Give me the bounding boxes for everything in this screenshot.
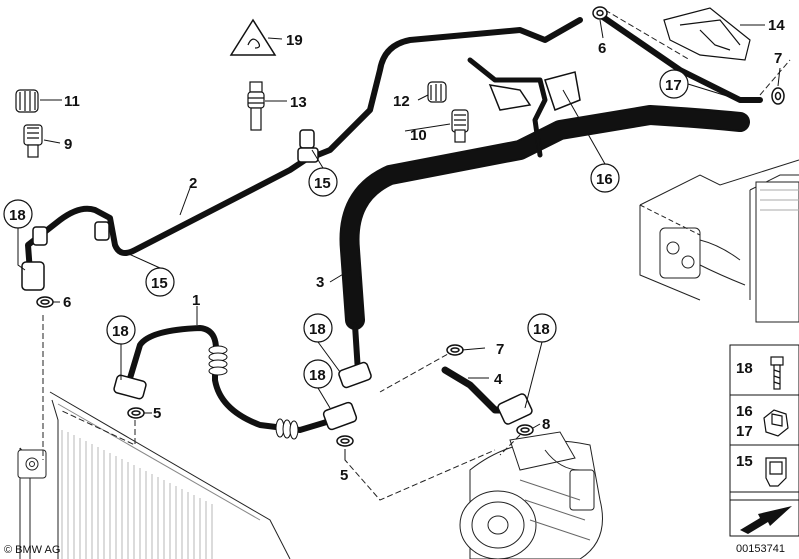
labels: 1 2 3 4 5 5 6 6 7 7 8 9 10 11 12 13 14 1…: [4, 17, 785, 556]
callout-12: 12: [393, 93, 410, 110]
refrigerant-lines: [21, 12, 763, 440]
callout-6a: 6: [63, 294, 71, 311]
legend-box: [729, 344, 799, 501]
callout-15b: 15: [151, 275, 168, 292]
callout-18d: 18: [309, 367, 326, 384]
legend-label-15: 15: [736, 453, 753, 470]
callout-19: 19: [286, 32, 303, 49]
callout-3: 3: [316, 274, 324, 291]
condenser-drawing: [17, 391, 291, 559]
callout-10: 10: [410, 127, 427, 144]
callout-8: 8: [542, 416, 550, 433]
service-valve-caps: [15, 7, 751, 158]
callout-18b: 18: [112, 323, 129, 340]
evaporator-drawing: [639, 159, 799, 323]
legend-label-18: 18: [736, 360, 753, 377]
callout-5a: 5: [153, 405, 161, 422]
callout-7b: 7: [774, 50, 782, 67]
callout-18a: 18: [9, 207, 26, 224]
diagram-id: 00153741: [736, 543, 785, 555]
callout-18e: 18: [533, 321, 550, 338]
callout-9: 9: [64, 136, 72, 153]
callout-2: 2: [189, 175, 197, 192]
o-rings: [36, 6, 785, 447]
callout-leaders: [17, 19, 781, 460]
legend-label-16: 16: [736, 403, 753, 420]
callout-1: 1: [192, 292, 200, 309]
callout-11: 11: [64, 93, 80, 110]
compressor-drawing: [459, 431, 603, 559]
callout-7a: 7: [496, 341, 504, 358]
copyright-text: © BMW AG: [4, 544, 60, 556]
callout-circles: [3, 69, 689, 389]
callout-6b: 6: [598, 40, 606, 57]
callout-15a: 15: [314, 175, 331, 192]
legend-label-17: 17: [736, 423, 753, 440]
callout-18c: 18: [309, 321, 326, 338]
callout-17: 17: [665, 77, 682, 94]
callout-4: 4: [494, 371, 503, 388]
callout-14: 14: [768, 17, 785, 34]
callout-16: 16: [596, 171, 613, 188]
callout-13: 13: [290, 94, 307, 111]
callout-5b: 5: [340, 467, 348, 484]
arrow-icon: [729, 499, 799, 537]
